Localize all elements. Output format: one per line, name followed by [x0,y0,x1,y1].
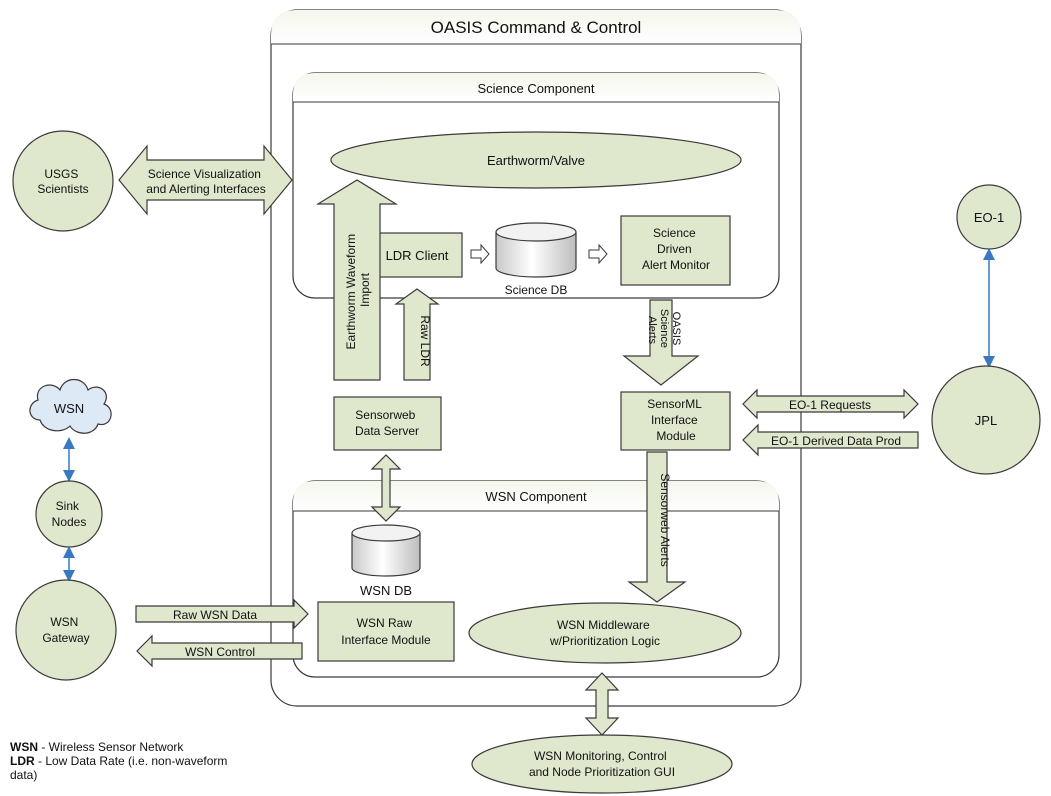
legend-term: LDR [10,754,35,768]
wsn-raw-module-node: WSN Raw Interface Module [317,601,455,662]
raw-ldr-arrow: Raw LDR [394,288,440,381]
wsn-control-arrow: WSN Control [136,634,303,668]
wsn-gateway-node: WSN Gateway [15,579,117,681]
monitoring-gui-node: WSN Monitoring, Control and Node Priorit… [471,734,733,794]
eo1-node: EO-1 [956,184,1022,250]
svg-text:Earthworm Waveform Impor: Earthworm Waveform Import [344,231,372,350]
svg-text:WSN: WSN [54,401,84,416]
oasis-alerts-arrow: OASIS Science Alerts [622,299,700,386]
svg-text:Sensorweb Alerts: Sensorweb Alerts [658,473,672,566]
svg-text:LDR Client: LDR Client [386,248,449,263]
eo1-requests-arrow: EO-1 Requests [742,388,919,420]
wsn-middleware-node: WSN Middleware w/Prioritization Logic [468,602,742,664]
science-component-title: Science Component [477,81,594,96]
svg-text:EO-1 Derived Data Prod: EO-1 Derived Data Prod [771,434,901,448]
legend-definition: - Wireless Sensor Network [38,740,184,754]
svg-text:Raw WSN Data: Raw WSN Data [173,608,257,622]
svg-text:WSN Monitoring, Control: WSN Monitoring, Control and Node Priorit… [529,749,675,779]
db-to-monitor-arrow [588,243,608,265]
svg-text:USGS Scientists: USGS Scientists [37,167,88,196]
svg-text:EO-1 Requests: EO-1 Requests [789,398,871,412]
server-to-wsndb-arrow [370,454,402,522]
svg-text:WSN Middleware w/Priorit: WSN Middleware w/Prioritization Logic [549,618,660,648]
svg-text:EO-1: EO-1 [974,210,1004,225]
science-db-cylinder: Science DB [495,222,577,297]
jpl-node: JPL [931,365,1041,475]
science-db-label: Science DB [505,283,568,297]
ldr-to-db-arrow [470,243,490,265]
legend-item-wsn: WSN - Wireless Sensor Network [10,740,250,754]
ldr-client-node: LDR Client [372,232,463,278]
wsn-cloud-node: WSN [29,378,112,434]
legend-definition: - Low Data Rate (i.e. non-waveform data) [10,754,228,782]
sensorweb-alerts-arrow: Sensorweb Alerts [627,451,687,603]
wsn-db-cylinder: WSN DB [351,524,421,598]
sensorweb-server-node: Sensorweb Data Server [333,396,442,451]
svg-text:WSN Control: WSN Control [185,645,255,659]
legend-term: WSN [10,740,38,754]
svg-text:Sensorweb Data Server: Sensorweb Data Server [355,408,419,438]
eo1-derived-arrow: EO-1 Derived Data Prod [742,423,919,457]
raw-wsn-data-arrow: Raw WSN Data [135,598,309,630]
svg-text:Earthworm/Valve: Earthworm/Valve [487,153,585,168]
wsn-db-label: WSN DB [360,583,412,598]
svg-text:Science Visualization an: Science Visualization and Alerting Inter… [146,167,265,196]
sink-nodes-node: Sink Nodes [35,480,103,548]
legend-item-ldr: LDR - Low Data Rate (i.e. non-waveform d… [10,754,250,782]
svg-text:OASIS Science Aler: OASIS Science Alerts [646,309,682,351]
science-viz-arrow: Science Visualization and Alerting Inter… [118,144,293,216]
earthworm-valve-node: Earthworm/Valve [330,131,742,189]
usgs-scientists-node: USGS Scientists [12,130,114,232]
svg-text:WSN Gateway: WSN Gateway [42,615,89,645]
middleware-to-gui-arrow [584,672,620,736]
legend: WSN - Wireless Sensor Network LDR - Low … [10,740,250,782]
sensorml-module-node: SensorML Interface Module [620,391,731,451]
wsn-component-title: WSN Component [485,489,587,504]
svg-text:Raw LDR: Raw LDR [418,315,432,367]
alert-monitor-node: Science Driven Alert Monitor [620,215,731,286]
earthworm-import-arrow: Earthworm Waveform Import [315,179,399,381]
svg-text:Sink Nodes: Sink Nodes [52,499,87,529]
svg-text:Science Driven Ale: Science Driven Alert Monitor [642,226,710,272]
svg-text:WSN Raw Interface Module: WSN Raw Interface Module [341,616,431,647]
svg-text:SensorML Interface: SensorML Interface Module [647,397,705,443]
svg-text:JPL: JPL [975,413,997,428]
command-control-title: OASIS Command & Control [431,18,642,37]
